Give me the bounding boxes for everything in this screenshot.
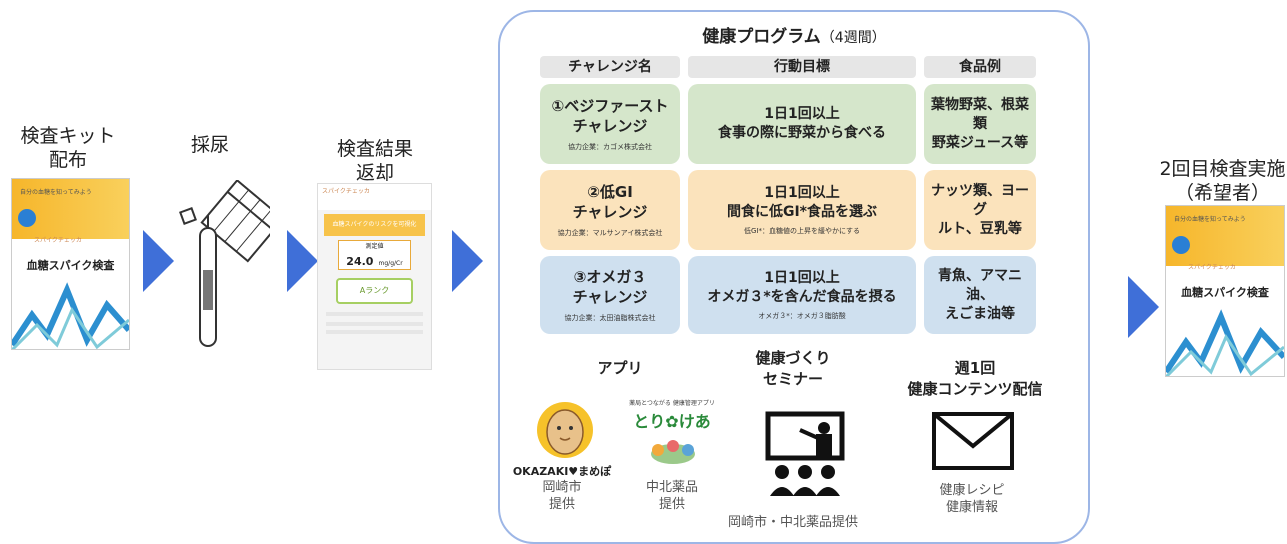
booklet-badge [1172, 236, 1190, 254]
step-result-label: 検査結果 返却 [336, 138, 413, 184]
goal-lowgi: 1日1回以上 間食に低GI*食品を選ぶ 低GI*：血糖値の上昇を緩やかにする [688, 170, 916, 250]
urine-collection-icon [179, 180, 270, 347]
food-lowgi: ナッツ類、ヨーグ ルト、豆乳等 [924, 170, 1036, 250]
booklet-tag: 自分の血糖を知ってみよう [1174, 216, 1246, 223]
goal-veggie: 1日1回以上 食事の際に野菜から食べる [688, 84, 916, 164]
booklet-wave-graphic [1166, 309, 1284, 376]
challenge-name-omega3: ③オメガ３ チャレンジ 協力企業：太田油脂株式会社 [540, 256, 680, 334]
flow-arrow-4 [1128, 276, 1159, 338]
torikea-tagline: 薬局とつながる 健康管理アプリ [629, 400, 715, 407]
header-action-goal: 行動目標 [688, 56, 916, 78]
result-value: 24.0 [346, 255, 374, 268]
header-challenge-name: チャレンジ名 [540, 56, 680, 78]
goal-note: 低GI*：血糖値の上昇を緩やかにする [743, 227, 861, 235]
mamepo-mascot-icon [537, 402, 593, 458]
flow-arrow-3 [452, 230, 483, 292]
booklet-title: 血糖スパイク検査 [26, 259, 115, 272]
step-second-label: 2回目検査実施 （希望者） [1159, 158, 1286, 204]
challenge-name-text: ③オメガ３ チャレンジ [572, 268, 648, 306]
flow-arrow-2 [287, 230, 318, 292]
booklet-title: 血糖スパイク検査 [1181, 286, 1269, 299]
health-program-panel: 健康プログラム（4週間） チャレンジ名 行動目標 食品例 ①ベジファースト チャ… [498, 10, 1090, 544]
torikea-bird-icon [651, 440, 695, 464]
torikea-logo: とり✿けあ [633, 412, 711, 431]
food-text: 葉物野菜、根菜類 野菜ジュース等 [931, 96, 1029, 151]
booklet-tag: 自分の血糖を知ってみよう [20, 189, 92, 196]
challenge-name-lowgi: ②低GI チャレンジ 協力企業：マルサンアイ株式会社 [540, 170, 680, 250]
weekly-section-title: 週1回 健康コンテンツ配信 [907, 359, 1043, 398]
mail-envelope-icon [932, 412, 1014, 470]
weekly-caption: 健康レシピ 健康情報 [939, 483, 1005, 515]
result-rank: Aランク [336, 278, 413, 304]
okazaki-mamepo-logo: OKAZAKI♥まめぽ [512, 465, 612, 478]
challenge-name-text: ②低GI チャレンジ [572, 183, 648, 221]
goal-text: 1日1回以上 食事の際に野菜から食べる [718, 106, 886, 141]
second-booklet-image: 自分の血糖を知ってみようスパイクチェッカ 血糖スパイク検査 [1165, 205, 1285, 377]
seminar-presentation-icon [765, 411, 845, 496]
booklet-wave-graphic [12, 282, 129, 349]
seminar-section-title: 健康づくり セミナー [755, 349, 831, 388]
food-text: ナッツ類、ヨーグ ルト、豆乳等 [931, 182, 1029, 237]
nakakita-app-caption: 中北薬品 提供 [645, 480, 698, 512]
booklet-brand: スパイクチェッカ [34, 237, 82, 244]
result-sheet-image: スパイクチェッカ 血糖スパイクのリスクを可視化 測定値 24.0 mg/g/Cr… [317, 183, 432, 370]
challenge-name-veggie: ①ベジファースト チャレンジ 協力企業：カゴメ株式会社 [540, 84, 680, 164]
booklet-brand: スパイクチェッカ [1188, 264, 1236, 271]
goal-note: オメガ３*：オメガ３脂肪酸 [758, 312, 846, 320]
kit-booklet-image: 自分の血糖を知ってみようスパイクチェッカ 血糖スパイク検査 [11, 178, 130, 350]
result-banner: 血糖スパイクのリスクを可視化 [324, 214, 425, 236]
step-kit-label: 検査キット 配布 [20, 125, 116, 171]
challenge-partner: 協力企業：マルサンアイ株式会社 [557, 229, 663, 237]
seminar-caption: 岡崎市・中北薬品提供 [727, 515, 858, 530]
challenge-partner: 協力企業：太田油脂株式会社 [564, 314, 656, 322]
program-title: 健康プログラム（4週間） [500, 22, 1088, 47]
food-veggie: 葉物野菜、根菜類 野菜ジュース等 [924, 84, 1036, 164]
goal-text: 1日1回以上 オメガ３*を含んだ食品を摂る [707, 270, 897, 305]
program-weeks: （4週間） [820, 30, 886, 46]
okazaki-caption: 岡崎市 提供 [542, 480, 582, 512]
header-food-examples: 食品例 [924, 56, 1036, 78]
challenge-partner: 協力企業：カゴメ株式会社 [568, 143, 652, 151]
flow-arrow-1 [143, 230, 174, 292]
goal-omega3: 1日1回以上 オメガ３*を含んだ食品を摂る オメガ３*：オメガ３脂肪酸 [688, 256, 916, 334]
result-label: 測定値 [365, 243, 384, 250]
booklet-badge [18, 209, 36, 227]
challenge-name-text: ①ベジファースト チャレンジ [551, 97, 669, 135]
food-omega3: 青魚、アマニ油、 えごま油等 [924, 256, 1036, 334]
program-title-text: 健康プログラム [702, 27, 821, 47]
step-urine-label: 採尿 [190, 134, 229, 156]
goal-text: 1日1回以上 間食に低GI*食品を選ぶ [726, 185, 878, 220]
result-sheet-brand: スパイクチェッカ [318, 184, 431, 210]
food-text: 青魚、アマニ油、 えごま油等 [938, 267, 1022, 322]
app-section-title: アプリ [597, 359, 643, 377]
result-unit: mg/g/Cr [378, 260, 403, 267]
